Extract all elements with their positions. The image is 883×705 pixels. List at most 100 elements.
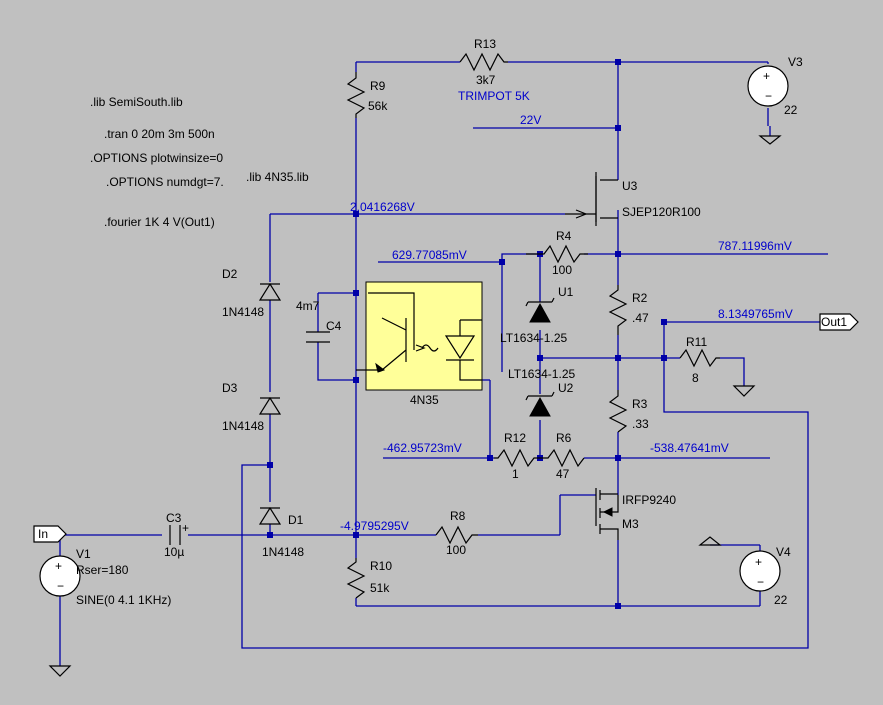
directive-numdgt: .OPTIONS numdgt=7. — [106, 175, 224, 189]
diode-d2[interactable]: D2 1N4148 — [222, 267, 282, 319]
port-out1[interactable]: Out1 — [819, 313, 859, 331]
d3-value: 1N4148 — [222, 419, 264, 433]
v1-minus-icon: − — [57, 579, 64, 593]
r12-name: R12 — [504, 431, 526, 445]
v1-rser: Rser=180 — [76, 563, 129, 577]
r13-value: 3k7 — [476, 73, 496, 87]
out1-label: Out1 — [821, 315, 847, 329]
resistor-r3[interactable]: R3 .33 — [608, 390, 649, 433]
v4-value: 22 — [774, 593, 788, 607]
resistor-r8[interactable]: R8 100 — [435, 509, 478, 557]
r10-value: 51k — [370, 581, 390, 595]
c3-value: 10µ — [164, 545, 184, 559]
m3-name: M3 — [622, 517, 639, 531]
v4-plus-icon: + — [755, 555, 762, 569]
resistor-r9[interactable]: R9 56k — [346, 72, 388, 118]
c4-name: C4 — [326, 319, 342, 333]
resistor-r12[interactable]: R12 1 — [494, 431, 540, 481]
voltage-labels: 2.0416268V 629.77085mV 787.11996mV 8.134… — [340, 200, 793, 533]
diode-d1[interactable]: D1 1N4148 — [258, 506, 304, 559]
u1-value: LT1634-1.25 — [500, 331, 567, 345]
r6-value: 47 — [556, 467, 570, 481]
r8-name: R8 — [450, 509, 466, 523]
v3-value: 22 — [784, 103, 798, 117]
voltage-source-v1[interactable]: + − V1 Rser=180 SINE(0 4.1 1KHz) — [39, 547, 171, 677]
voltage-source-v3[interactable]: + − V3 22 — [747, 55, 803, 145]
directive-tran: .tran 0 20m 3m 500n — [104, 127, 215, 141]
ground-icon — [48, 665, 72, 677]
resistor-r13[interactable]: R13 3k7 TRIMPOT 5K — [458, 37, 530, 103]
resistor-r10[interactable]: R10 51k — [346, 558, 392, 599]
directive-fourier: .fourier 1K 4 V(Out1) — [104, 215, 215, 229]
r13-name: R13 — [474, 37, 496, 51]
r10-name: R10 — [370, 559, 392, 573]
r4-value: 100 — [552, 263, 572, 277]
zener-u2[interactable]: LT1634-1.25 U2 — [508, 367, 575, 417]
r8-value: 100 — [446, 543, 466, 557]
r11-name: R11 — [686, 335, 707, 349]
directive-plotwin: .OPTIONS plotwinsize=0 — [90, 151, 223, 165]
ground-icon — [758, 135, 782, 145]
zener-u1[interactable]: U1 LT1634-1.25 — [500, 285, 574, 345]
capacitor-c4[interactable]: 4m7 C4 — [296, 299, 342, 343]
r11-value: 8 — [692, 371, 699, 385]
r3-value: .33 — [632, 417, 649, 431]
d2-value: 1N4148 — [222, 305, 264, 319]
v1-name: V1 — [76, 547, 91, 561]
r4-name: R4 — [556, 229, 572, 243]
resistor-r11[interactable]: R11 8 — [679, 335, 756, 397]
capacitor-c3[interactable]: + C3 10µ — [164, 511, 189, 559]
u2-name: U2 — [558, 381, 574, 395]
diode-d3[interactable]: D3 1N4148 — [222, 381, 282, 433]
port-in[interactable]: In — [33, 525, 67, 543]
voltage-r8: -4.9795295V — [340, 519, 409, 533]
voltage-out: 8.1349765mV — [718, 307, 793, 321]
ground-icon — [698, 536, 722, 546]
c3-name: C3 — [166, 511, 182, 525]
v1-value: SINE(0 4.1 1KHz) — [76, 593, 171, 607]
voltage-gate: 2.0416268V — [350, 200, 415, 214]
in-label: In — [38, 527, 48, 541]
r6-name: R6 — [556, 431, 572, 445]
transistor-u3[interactable]: U3 SJEP120R100 — [565, 172, 701, 226]
v4-minus-icon: − — [757, 575, 764, 589]
u2-value: LT1634-1.25 — [508, 367, 575, 381]
r12-value: 1 — [512, 467, 519, 481]
resistor-r2[interactable]: R2 .47 — [608, 285, 649, 335]
voltage-r4-right: 787.11996mV — [718, 239, 792, 253]
spice-directives: .lib SemiSouth.lib .tran 0 20m 3m 500n .… — [90, 95, 309, 229]
voltage-source-v4[interactable]: + − V4 22 — [698, 536, 791, 607]
v3-name: V3 — [788, 55, 803, 69]
r9-name: R9 — [370, 79, 386, 93]
r2-name: R2 — [632, 291, 648, 305]
resistor-r4[interactable]: R4 100 — [526, 229, 588, 277]
voltage-r6: -538.47641mV — [650, 441, 729, 455]
m3-value: IRFP9240 — [622, 493, 676, 507]
voltage-r4-left: 629.77085mV — [392, 248, 467, 262]
r9-value: 56k — [368, 99, 388, 113]
resistor-r6[interactable]: R6 47 — [540, 431, 585, 481]
d2-name: D2 — [222, 267, 238, 281]
v1-plus-icon: + — [55, 559, 62, 573]
r2-value: .47 — [632, 311, 649, 325]
wires — [59, 61, 828, 666]
ground-icon — [732, 385, 756, 397]
c4-value: 4m7 — [296, 299, 320, 313]
u3-value: SJEP120R100 — [622, 205, 701, 219]
opto-name: 4N35 — [410, 393, 439, 407]
transistor-m3[interactable]: IRFP9240 M3 — [595, 488, 676, 540]
directive-lib-semisouth: .lib SemiSouth.lib — [90, 95, 183, 109]
v4-name: V4 — [776, 545, 791, 559]
d1-name: D1 — [288, 513, 304, 527]
label-22v: 22V — [520, 113, 541, 127]
v3-plus-icon: + — [763, 69, 770, 83]
voltage-r12: -462.95723mV — [383, 441, 462, 455]
d3-name: D3 — [222, 381, 238, 395]
directive-lib-4n35: .lib 4N35.lib — [246, 170, 309, 184]
u3-name: U3 — [622, 179, 638, 193]
r3-name: R3 — [632, 397, 648, 411]
c3-plus-icon: + — [182, 521, 189, 535]
optocoupler-4n35[interactable]: 4N35 — [356, 281, 483, 407]
r13-note: TRIMPOT 5K — [458, 89, 530, 103]
